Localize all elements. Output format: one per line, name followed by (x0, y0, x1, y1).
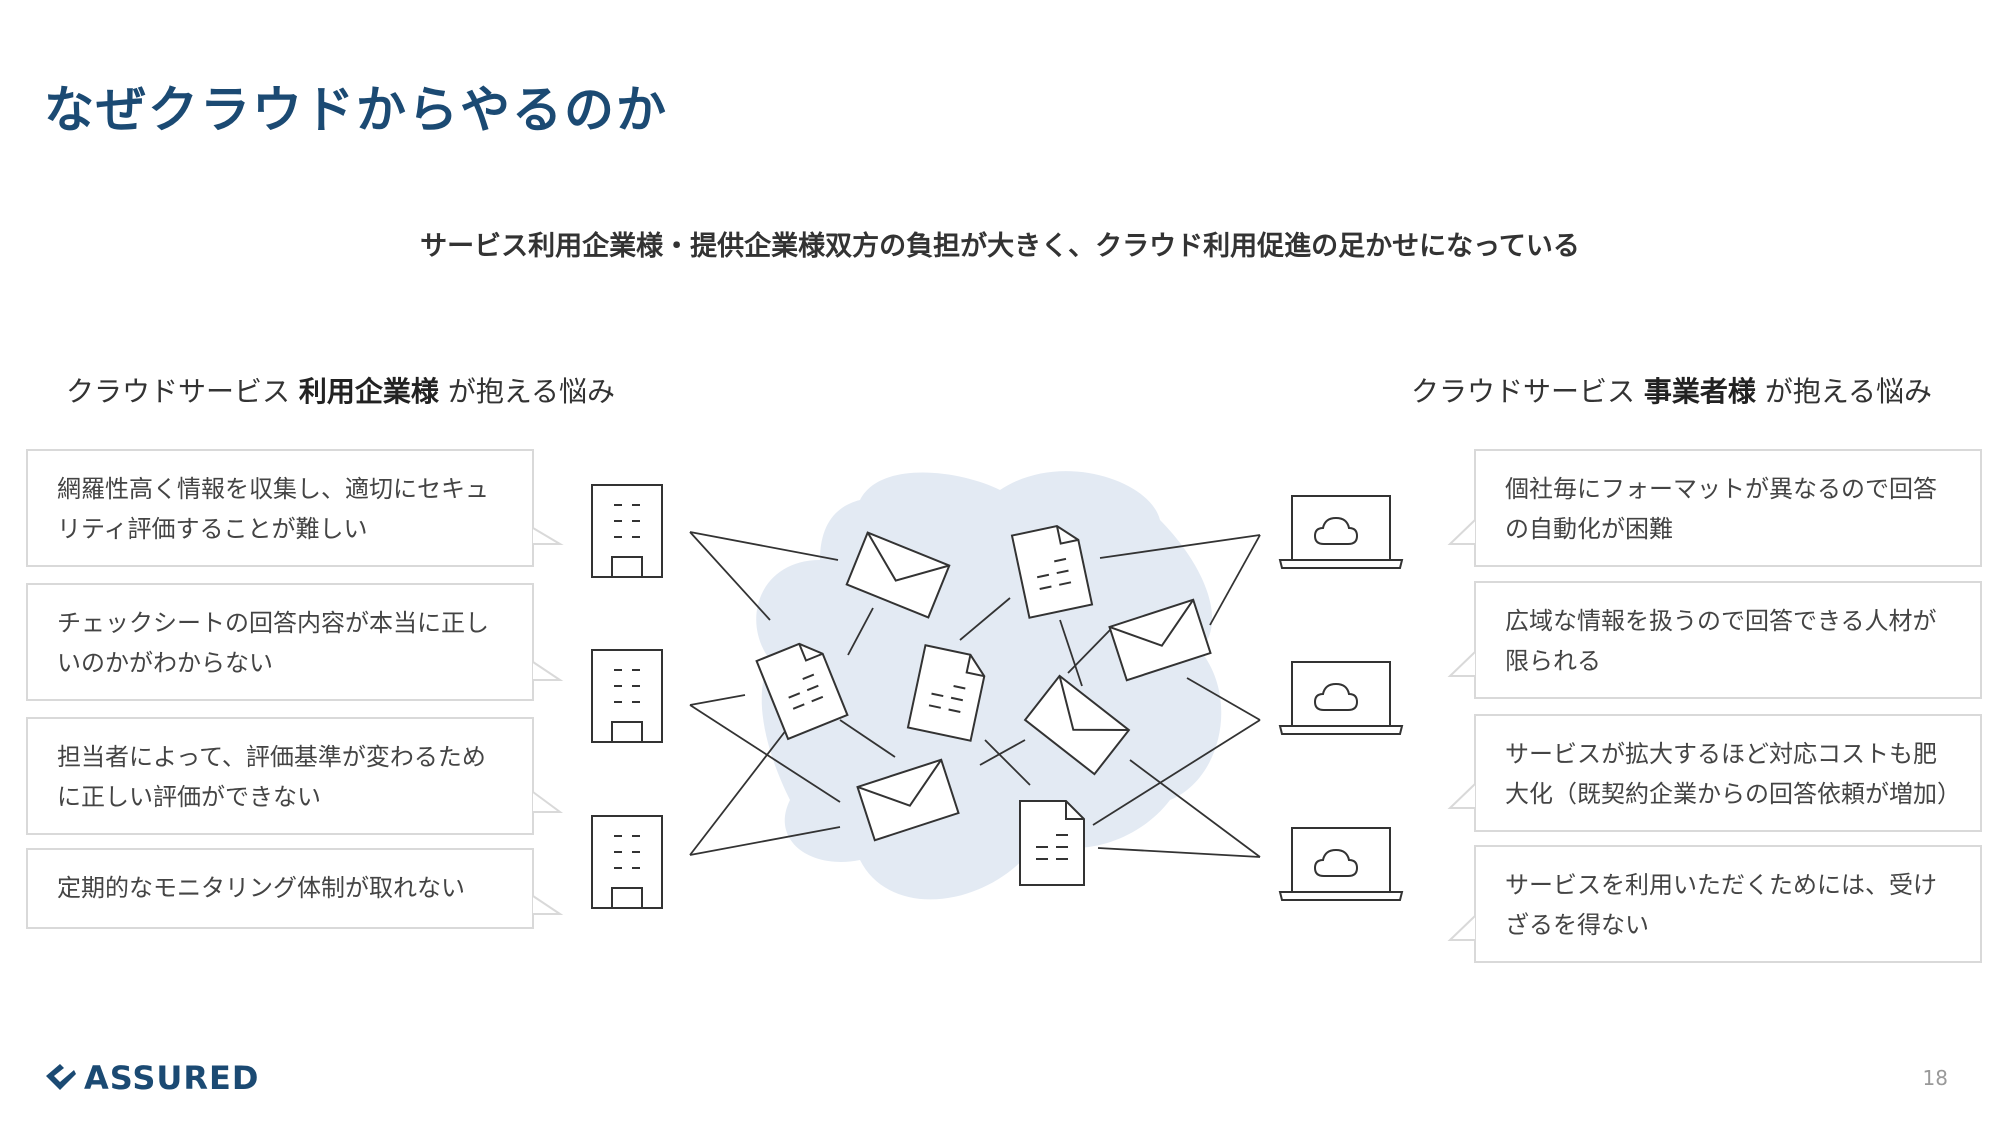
laptop-cloud-icon-2 (1279, 661, 1403, 735)
page-number: 18 (1922, 1066, 1948, 1090)
left-heading-prefix: クラウドサービス (66, 375, 299, 408)
left-bubble-tail-1 (532, 527, 564, 545)
left-pain-bubble-3: 担当者によって、評価基準が変わるために正しい評価ができない (26, 717, 534, 835)
left-heading-bold: 利用企業様 (298, 375, 439, 408)
connection-lines (689, 531, 1261, 858)
right-heading-bold: 事業者様 (1643, 375, 1756, 408)
building-icon-1 (591, 484, 663, 578)
slide-subtitle: サービス利用企業様・提供企業様双方の負担が大きく、クラウド利用促進の足かせになっ… (420, 231, 1580, 262)
laptop-cloud-icon-3 (1279, 827, 1403, 901)
assured-check-icon (46, 1064, 76, 1090)
laptop-cloud-icon-1 (1279, 495, 1403, 569)
right-heading-prefix: クラウドサービス (1411, 375, 1644, 408)
slide-title: なぜクラウドからやるのか (44, 80, 668, 139)
right-group-heading: クラウドサービス 事業者様 が抱える悩み (1411, 370, 1932, 410)
document-icon-4 (1019, 800, 1085, 886)
left-pain-bubble-1: 網羅性高く情報を収集し、適切にセキュリティ評価することが難しい (26, 449, 534, 567)
left-pain-bubble-2: チェックシートの回答内容が本当に正しいのかがわからない (26, 583, 534, 701)
right-pain-bubble-2: 広域な情報を扱うので回答できる人材が限られる (1474, 581, 1982, 699)
right-bubble-tail-3 (1447, 783, 1476, 809)
right-pain-bubble-4: サービスを利用いただくためには、受けざるを得ない (1474, 845, 1982, 963)
right-pain-bubble-3: サービスが拡大するほど対応コストも肥大化（既契約企業からの回答依頼が増加） (1474, 714, 1982, 832)
right-bubble-tail-1 (1447, 519, 1476, 545)
left-bubble-tail-2 (532, 661, 564, 681)
logo-text: ASSURED (84, 1059, 260, 1097)
right-bubble-tail-2 (1447, 651, 1476, 677)
building-icon-2 (591, 649, 663, 743)
assured-logo: ASSURED (42, 1058, 259, 1098)
left-pain-bubble-4: 定期的なモニタリング体制が取れない (26, 848, 534, 929)
right-bubble-tail-4 (1447, 915, 1476, 941)
building-icon-3 (591, 815, 663, 909)
right-pain-bubble-1: 個社毎にフォーマットが異なるので回答の自動化が困難 (1474, 449, 1982, 567)
right-heading-suffix: が抱える悩み (1755, 375, 1932, 408)
left-bubble-tail-4 (532, 895, 564, 915)
left-heading-suffix: が抱える悩み (438, 375, 615, 408)
left-group-heading: クラウドサービス 利用企業様 が抱える悩み (66, 370, 615, 410)
left-bubble-tail-3 (532, 791, 564, 813)
